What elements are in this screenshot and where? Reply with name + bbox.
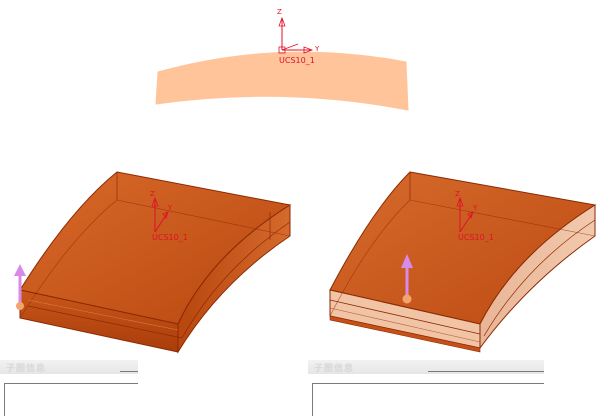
subfigure-info-panel-left: 子图信息 [0,360,138,416]
panel-header: 子图信息 [0,360,138,374]
ucs-label: UCS10_1 [458,233,494,242]
panel-title: 子图信息 [314,364,355,374]
pick-arrow-right[interactable] [401,254,413,304]
y-axis-label: Y [472,204,478,212]
solid-block-left[interactable] [19,171,292,354]
z-axis-label: Z [277,8,282,16]
solid-block-right[interactable] [329,171,597,353]
curved-ribbon-part[interactable] [155,51,409,111]
y-axis-label: Y [167,204,173,212]
panel-divider [428,371,544,372]
panel-divider [120,371,138,372]
panel-divider [4,383,138,384]
ucs-triad-left: Z Y UCS10_1 [150,190,188,242]
subfigure-info-panel-right: 子图信息 [308,360,544,416]
panel-divider [312,383,544,384]
panel-header: 子图信息 [308,360,544,374]
ucs-triad-right: Z Y UCS10_1 [455,190,494,242]
z-axis-label: Z [150,190,155,198]
y-axis-label: Y [314,45,320,53]
panel-edge [4,383,5,416]
panel-title: 子图信息 [6,364,47,374]
ucs-label: UCS10_1 [279,56,315,65]
pick-arrow-left[interactable] [14,264,26,310]
ucs-label: UCS10_1 [152,233,188,242]
ucs-triad-top: Z Y UCS10_1 [277,8,320,65]
panel-edge [312,383,313,416]
z-axis-label: Z [455,190,460,198]
